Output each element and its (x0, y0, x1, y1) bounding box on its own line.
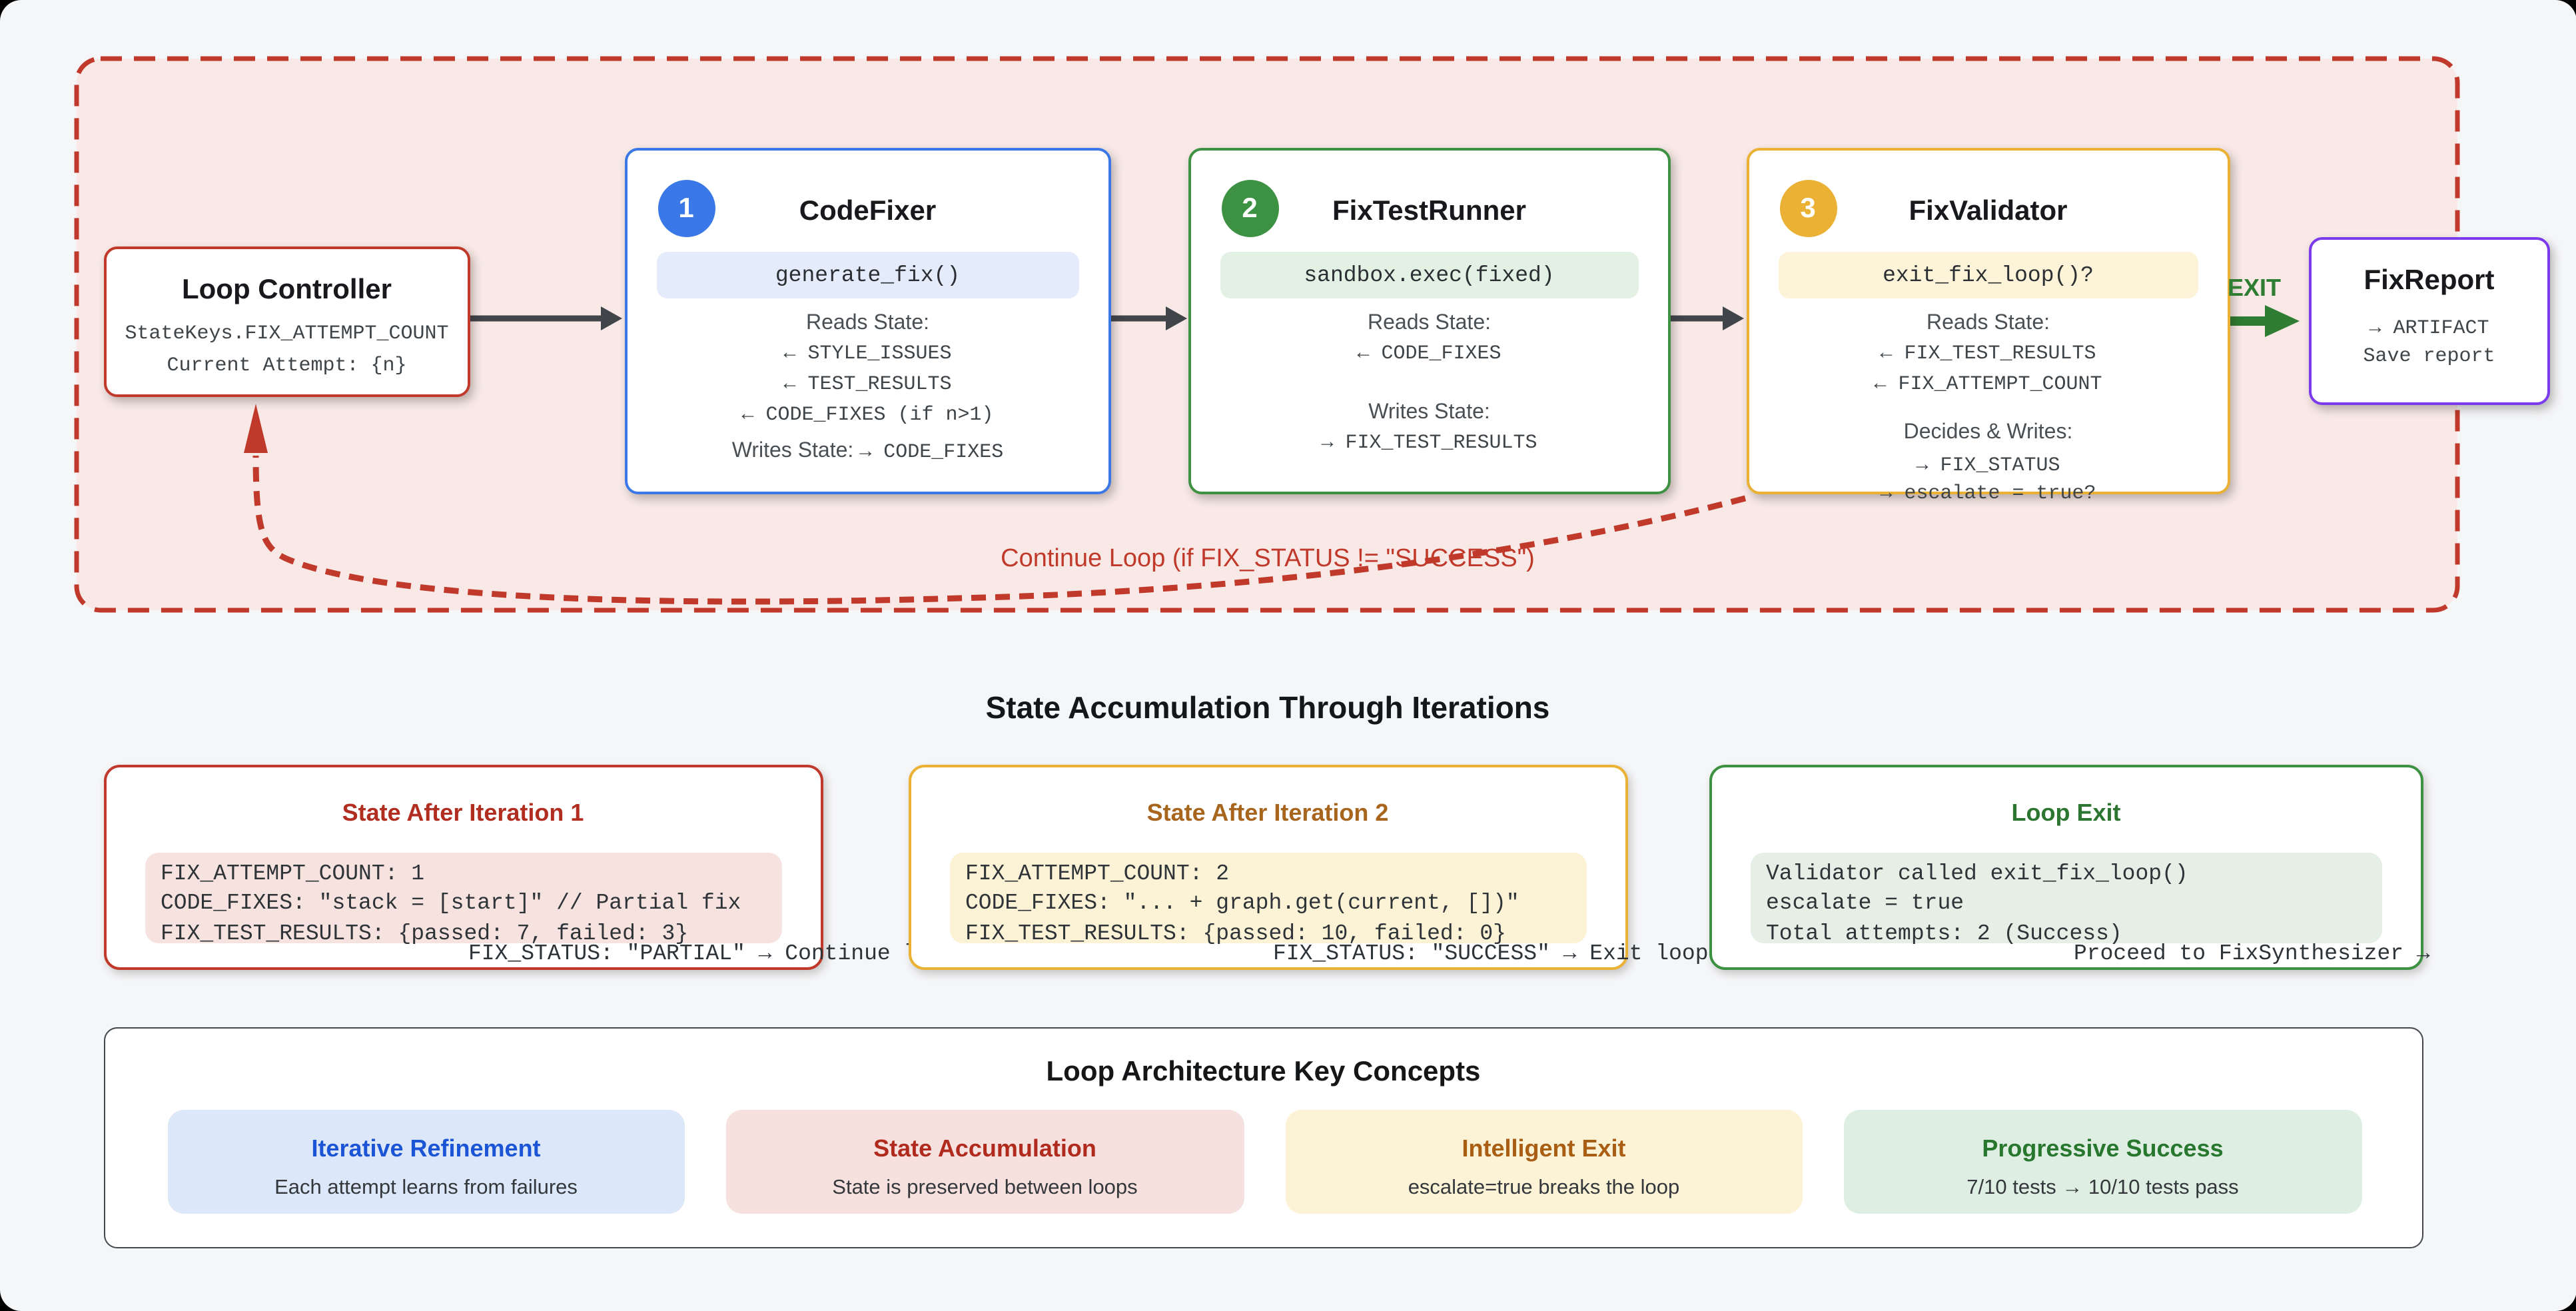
agent-title-fixtestrunner: FixTestRunner (1332, 196, 1526, 226)
exit-arrow (2228, 305, 2300, 337)
state-line: Validator called exit_fix_loop() (1766, 860, 2188, 885)
reads-item: ← TEST_RESULTS (783, 372, 952, 395)
writes-label: Writes State: (731, 439, 854, 462)
reads-item: ← FIX_ATTEMPT_COUNT (1874, 372, 2102, 395)
state-box-loop-exit: Loop Exit Validator called exit_fix_loop… (1709, 764, 2430, 969)
agent-box-codefixer: 1 CodeFixer generate_fix() Reads State: … (624, 148, 1111, 494)
fixreport-box: FixReport → ARTIFACT Save report (2308, 236, 2550, 405)
continue-loop-label: Continue Loop (if FIX_STATUS != "SUCCESS… (1001, 545, 1535, 573)
exit-label: EXIT (2228, 274, 2282, 301)
concept-card-desc: State is preserved between loops (832, 1176, 1138, 1199)
concept-card-title: Intelligent Exit (1462, 1135, 1626, 1162)
concept-card-desc: Each attempt learns from failures (274, 1176, 578, 1199)
fixreport-save: Save report (2363, 344, 2495, 367)
concepts-title: Loop Architecture Key Concepts (1046, 1056, 1481, 1087)
reads-item: ← CODE_FIXES (if n>1) (741, 403, 994, 426)
loop-controller-box: Loop Controller StateKeys.FIX_ATTEMPT_CO… (103, 246, 470, 396)
code-pill-generate-fix: generate_fix() (656, 252, 1079, 298)
state-line: escalate = true (1766, 890, 1964, 915)
writes-item-escalate: → escalate = true? (1880, 482, 2096, 505)
reads-label: Reads State: (1368, 311, 1491, 334)
state-box-iteration-1: State After Iteration 1 FIX_ATTEMPT_COUN… (103, 764, 957, 969)
state-box-title: State After Iteration 2 (1146, 799, 1389, 825)
writes-item: → FIX_STATUS (1916, 454, 2060, 476)
code-pill-exit-fix-loop: exit_fix_loop()? (1778, 252, 2198, 298)
code-pill-sandbox-exec: sandbox.exec(fixed) (1220, 252, 1639, 298)
state-line: CODE_FIXES: "stack = [start]" // Partial… (161, 890, 741, 915)
concept-card-progressive-success: Progressive Success 7/10 tests → 10/10 t… (1844, 1110, 2361, 1213)
concepts-box: Loop Architecture Key Concepts Iterative… (103, 1027, 2423, 1248)
loop-controller-attempt: Current Attempt: {n} (167, 354, 407, 376)
concept-card-title: Iterative Refinement (311, 1135, 541, 1162)
writes-line: Writes State: → CODE_FIXES (627, 436, 1108, 466)
reads-item: ← CODE_FIXES (1357, 342, 1502, 365)
flow-arrow-3 (1668, 306, 1744, 330)
loop-controller-title: Loop Controller (182, 274, 392, 305)
writes-label: Writes State: (1368, 401, 1490, 424)
decides-writes-label: Decides & Writes: (1903, 420, 2073, 443)
state-footer-line: Proceed to FixSynthesizer → (2074, 940, 2430, 965)
state-code-block: Validator called exit_fix_loop() escalat… (1750, 852, 2382, 945)
state-code-block: FIX_ATTEMPT_COUNT: 1 CODE_FIXES: "stack … (145, 852, 781, 945)
fixreport-title: FixReport (2363, 264, 2495, 295)
reads-label: Reads State: (1927, 311, 2050, 334)
agent-title-codefixer: CodeFixer (799, 196, 937, 226)
agent-box-fixtestrunner: 2 FixTestRunner sandbox.exec(fixed) Read… (1188, 148, 1671, 494)
concept-card-iterative-refinement: Iterative Refinement Each attempt learns… (167, 1110, 685, 1213)
state-footer-line: FIX_STATUS: "SUCCESS" → Exit loop (1273, 940, 1709, 965)
state-box-title: State After Iteration 1 (342, 799, 584, 825)
writes-item: → CODE_FIXES (859, 440, 1004, 463)
state-line: CODE_FIXES: "... + graph.get(current, []… (965, 890, 1519, 915)
state-code-block: FIX_ATTEMPT_COUNT: 2 CODE_FIXES: "... + … (949, 852, 1586, 945)
concept-card-desc: 7/10 tests → 10/10 tests pass (1966, 1176, 2239, 1199)
state-line: FIX_ATTEMPT_COUNT: 1 (161, 860, 425, 885)
writes-item: → FIX_TEST_RESULTS (1321, 432, 1537, 454)
state-line: FIX_TEST_RESULTS: {passed: 7, failed: 3} (161, 920, 689, 945)
concept-card-desc: escalate=true breaks the loop (1408, 1176, 1680, 1199)
flow-arrow-1 (468, 306, 622, 330)
reads-item: ← STYLE_ISSUES (783, 342, 952, 365)
reads-label: Reads State: (806, 311, 929, 334)
concept-card-title: State Accumulation (873, 1135, 1096, 1162)
fixreport-artifact: → ARTIFACT (2369, 316, 2489, 339)
state-section-title: State Accumulation Through Iterations (985, 690, 1550, 725)
state-footer-line: FIX_STATUS: "PARTIAL" → Continue loop (468, 940, 957, 965)
loop-controller-statekey: StateKeys.FIX_ATTEMPT_COUNT (125, 322, 449, 345)
state-box-title: Loop Exit (2011, 799, 2121, 825)
reads-item: ← FIX_TEST_RESULTS (1880, 342, 2096, 365)
concept-card-title: Progressive Success (1982, 1135, 2224, 1162)
state-line: FIX_ATTEMPT_COUNT: 2 (965, 860, 1230, 885)
concept-card-state-accumulation: State Accumulation State is preserved be… (726, 1110, 1244, 1213)
state-box-iteration-2: State After Iteration 2 FIX_ATTEMPT_COUN… (908, 764, 1709, 969)
flow-arrow-2 (1108, 306, 1187, 330)
step-badge-3: 3 (1779, 180, 1837, 237)
agent-title-fixvalidator: FixValidator (1909, 196, 2068, 226)
state-line: FIX_TEST_RESULTS: {passed: 10, failed: 0… (965, 920, 1506, 945)
step-badge-1: 1 (657, 180, 715, 237)
concept-card-intelligent-exit: Intelligent Exit escalate=true breaks th… (1285, 1110, 1803, 1213)
step-badge-2: 2 (1221, 180, 1278, 237)
agent-box-fixvalidator: 3 FixValidator exit_fix_loop()? Reads St… (1746, 148, 2230, 505)
state-line: Total attempts: 2 (Success) (1766, 920, 2122, 945)
